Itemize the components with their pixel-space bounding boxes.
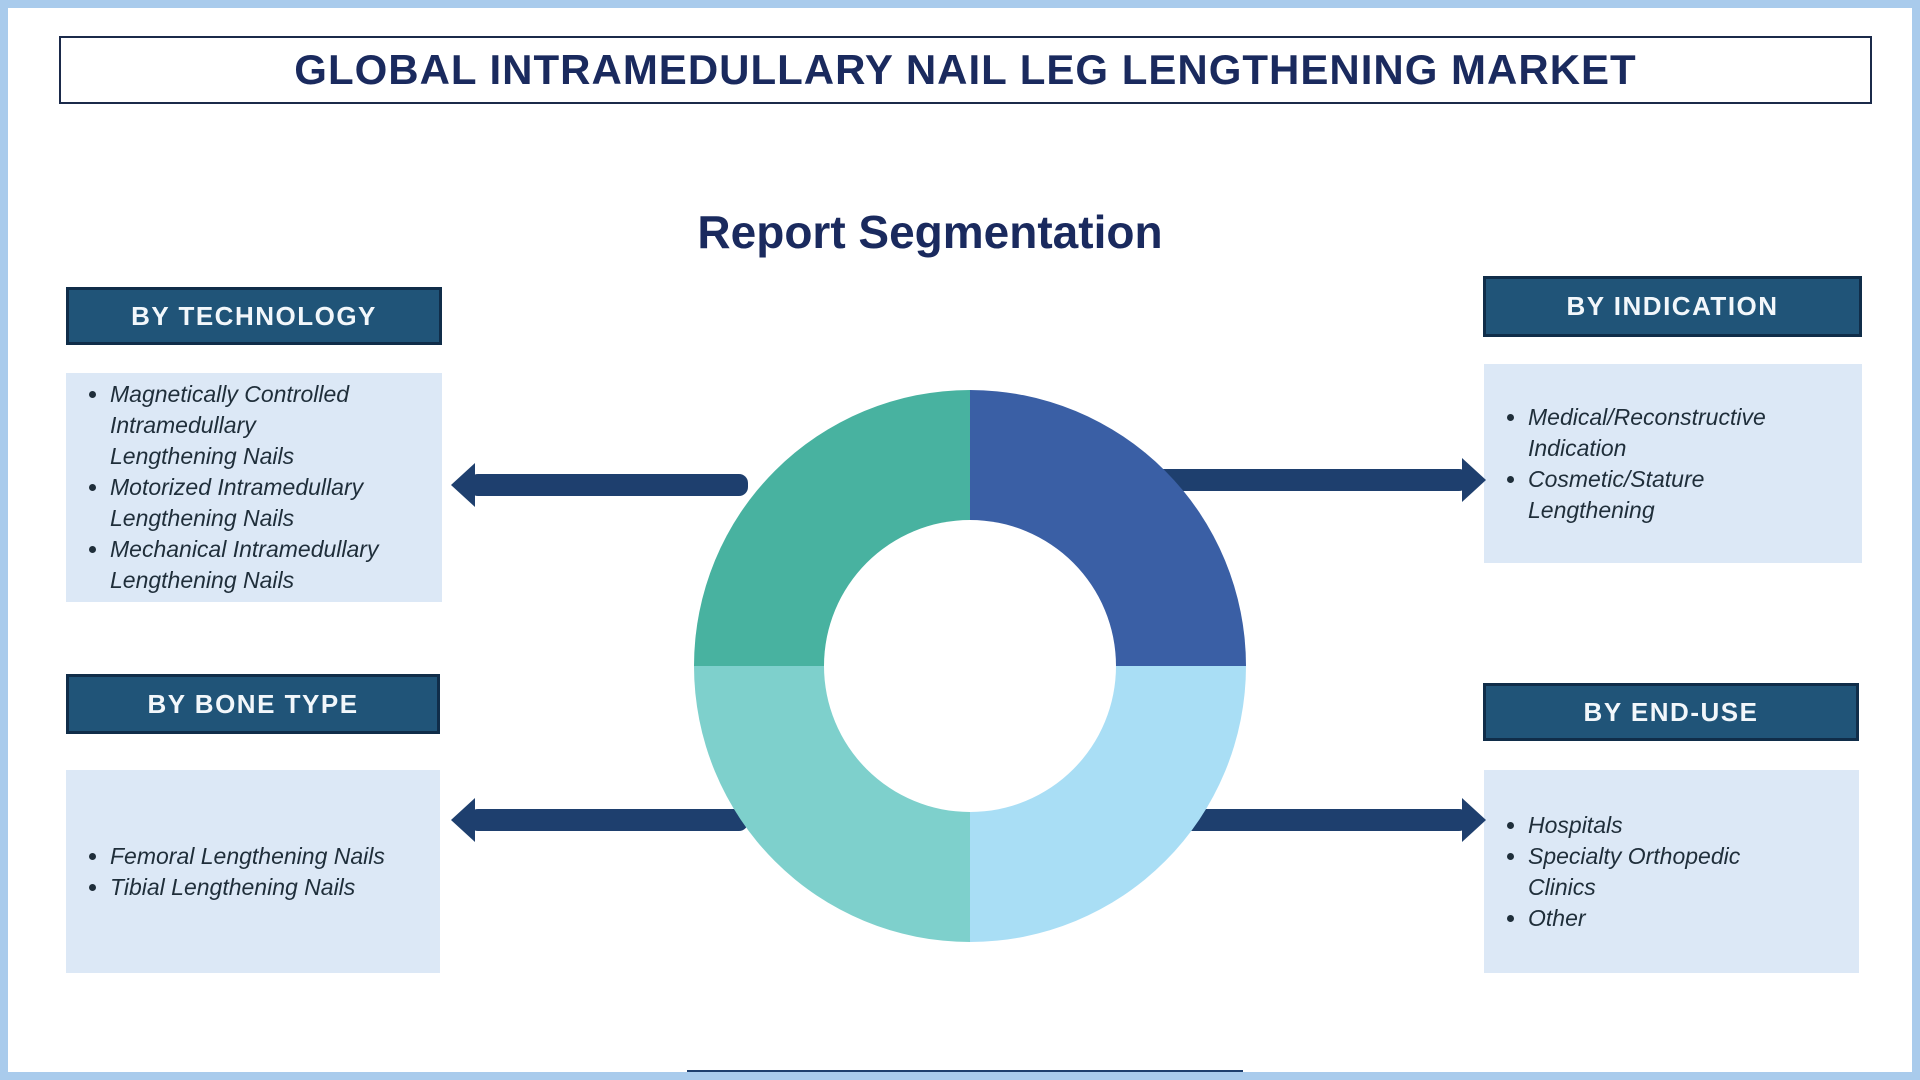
by-bone-type-label: BY BONE TYPE <box>147 688 359 719</box>
list-item: Other <box>1528 903 1740 934</box>
arrow-right-icon <box>1148 458 1486 502</box>
list-item: Hospitals <box>1528 810 1740 841</box>
title-banner: GLOBAL INTRAMEDULLARY NAIL LEG LENGTHENI… <box>59 36 1872 104</box>
by-indication-label: BY INDICATION <box>1566 291 1779 321</box>
by-end-use-list: Hospitals Specialty Orthopedic Clinics O… <box>1484 770 1859 973</box>
list-item: Mechanical Intramedullary Lengthening Na… <box>110 534 378 596</box>
by-technology-header: BY TECHNOLOGY <box>66 287 442 345</box>
by-bone-type-list: Femoral Lengthening Nails Tibial Lengthe… <box>66 770 440 973</box>
by-indication-list: Medical/Reconstructive Indication Cosmet… <box>1484 364 1862 563</box>
by-technology-label: BY TECHNOLOGY <box>131 300 377 331</box>
by-technology-list: Magnetically Controlled Intramedullary L… <box>66 373 442 602</box>
list-item: Cosmetic/Stature Lengthening <box>1528 464 1766 526</box>
list-item: Magnetically Controlled Intramedullary L… <box>110 379 378 472</box>
bottom-accent-strip <box>687 1070 1243 1072</box>
by-indication-header: BY INDICATION <box>1483 276 1862 337</box>
list-item: Specialty Orthopedic Clinics <box>1528 841 1740 903</box>
by-bone-type-header: BY BONE TYPE <box>66 674 440 734</box>
by-end-use-header: BY END-USE <box>1483 683 1859 741</box>
page-title: GLOBAL INTRAMEDULLARY NAIL LEG LENGTHENI… <box>294 46 1637 93</box>
report-segmentation-heading: Report Segmentation <box>697 206 1163 258</box>
arrow-left-icon <box>451 463 748 507</box>
donut-chart-hole <box>824 520 1116 812</box>
arrow-right-icon <box>1148 798 1486 842</box>
donut-chart <box>694 390 1246 942</box>
list-item: Tibial Lengthening Nails <box>110 872 385 903</box>
by-end-use-label: BY END-USE <box>1583 696 1759 727</box>
arrow-left-icon <box>451 798 748 842</box>
list-item: Motorized Intramedullary Lengthening Nai… <box>110 472 378 534</box>
list-item: Femoral Lengthening Nails <box>110 841 385 872</box>
list-item: Medical/Reconstructive Indication <box>1528 402 1766 464</box>
